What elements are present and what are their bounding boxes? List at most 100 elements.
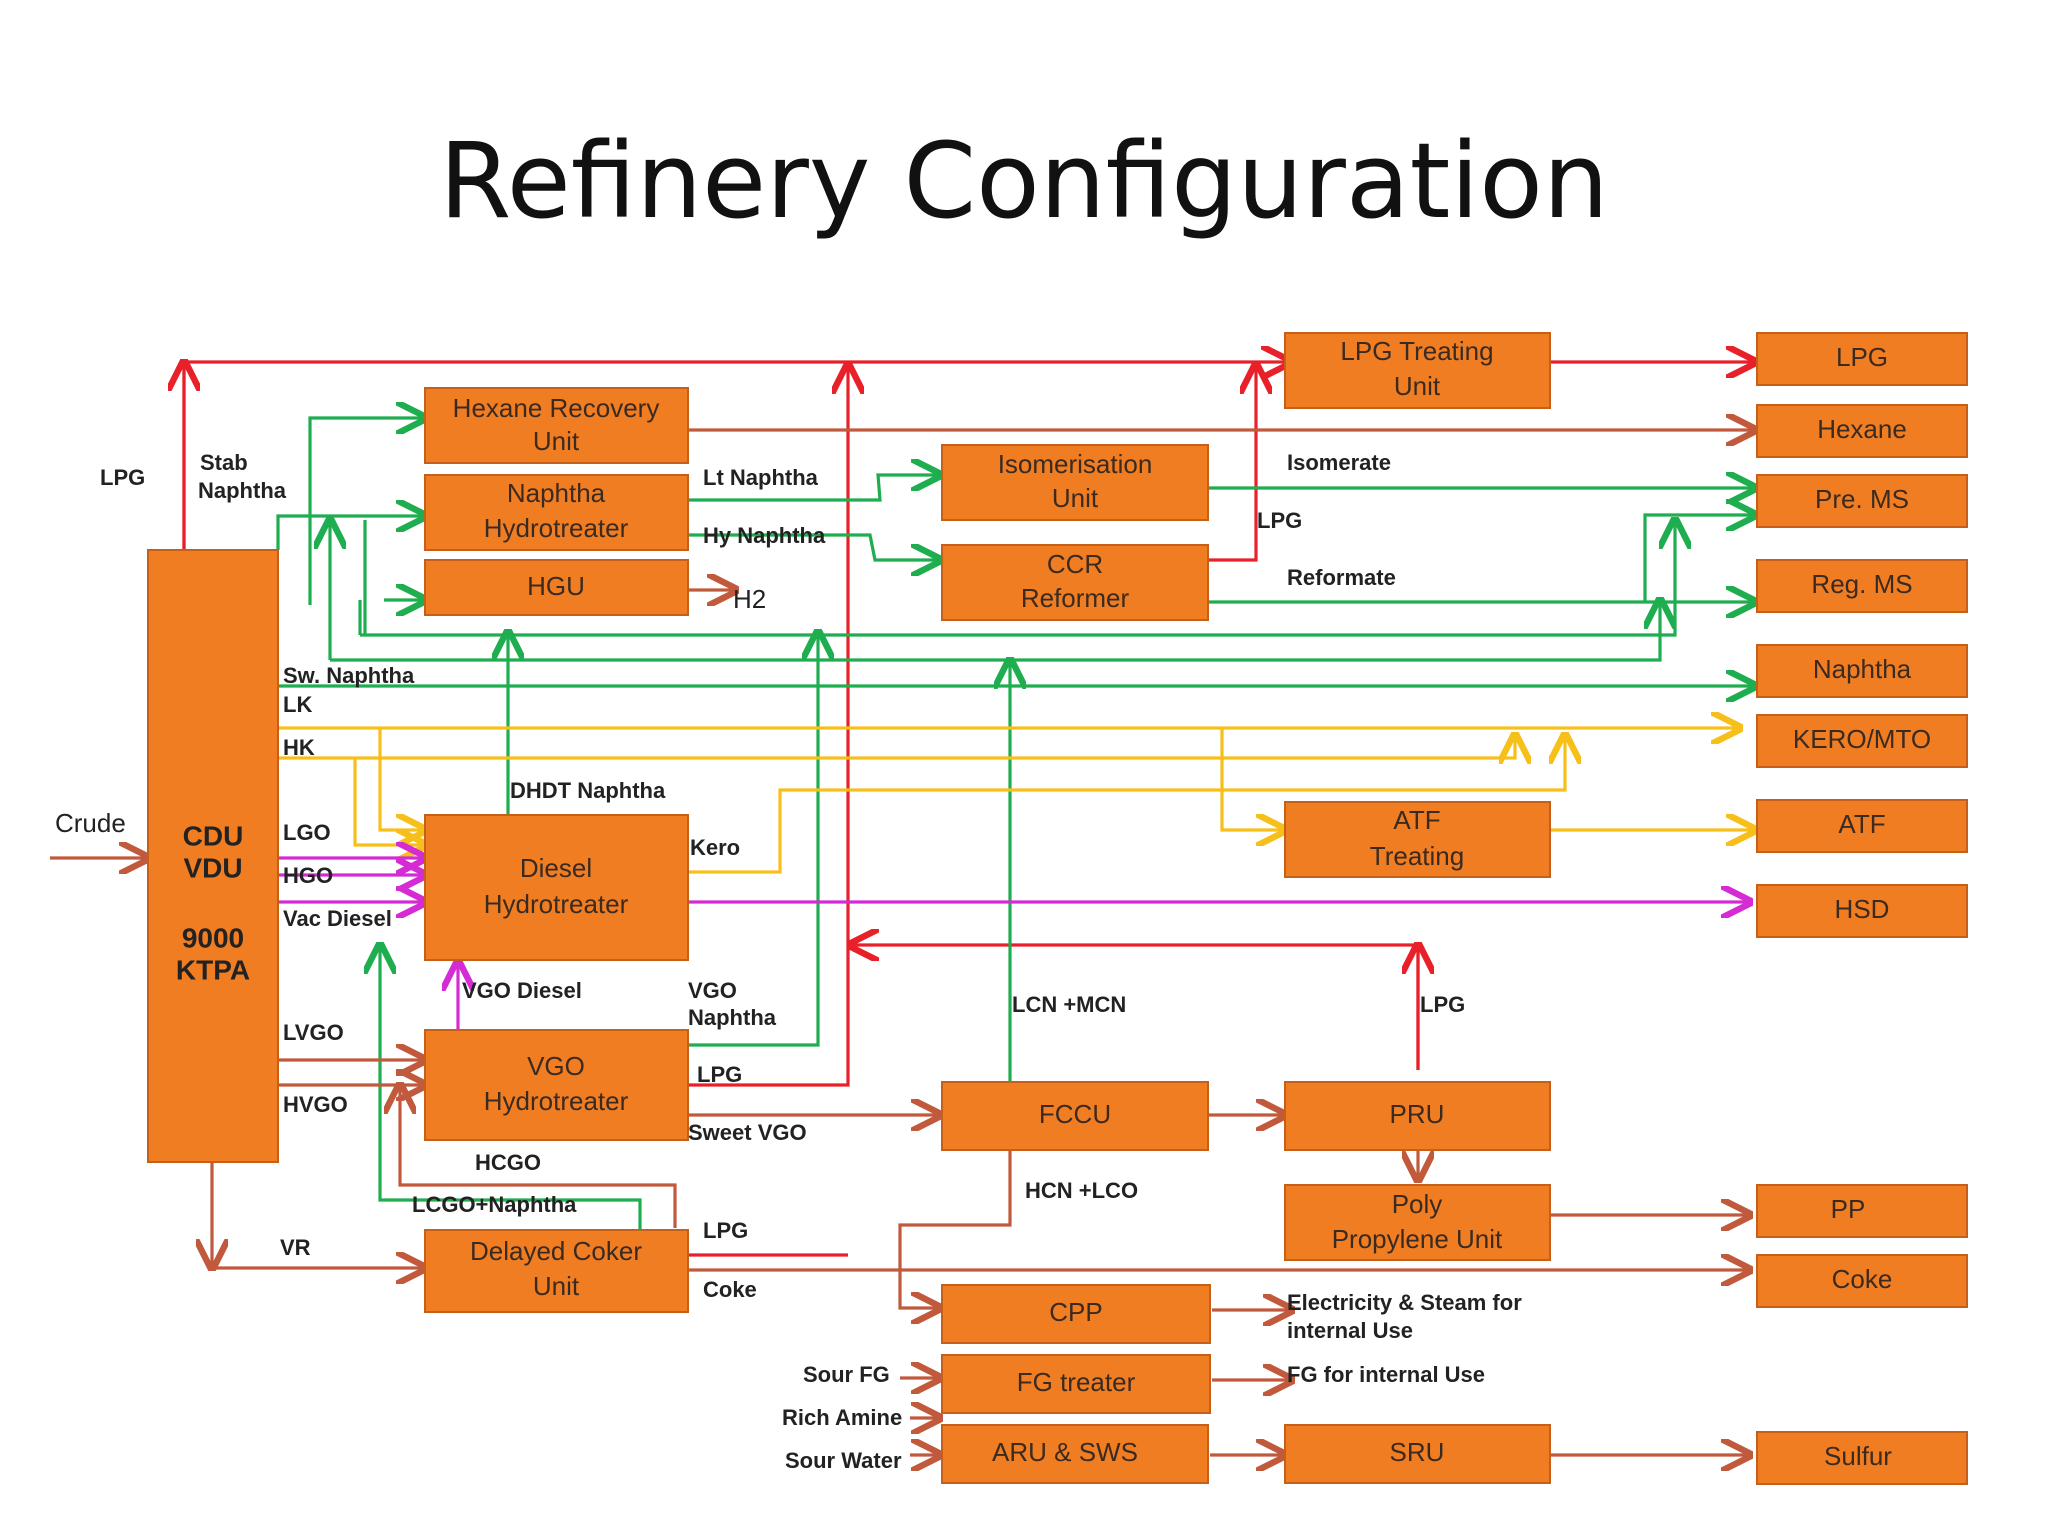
delayed-coker-line2: Unit	[533, 1271, 580, 1301]
aru-sws-unit: ARU & SWS	[941, 1424, 1209, 1484]
label-hy-naphtha: Hy Naphtha	[703, 523, 826, 548]
label-stab: Stab	[200, 450, 248, 475]
label-lpg-ccr: LPG	[1257, 508, 1302, 533]
cdu-line1: CDU	[183, 820, 244, 851]
label-vgo: VGO	[688, 978, 737, 1003]
hgu-unit: HGU	[424, 559, 689, 616]
label-vac-diesel: Vac Diesel	[283, 906, 392, 931]
poly-propylene-unit: Poly Propylene Unit	[1284, 1184, 1551, 1261]
label-sour-water: Sour Water	[785, 1448, 902, 1473]
fg-treater-label: FG treater	[1017, 1367, 1136, 1397]
product-hexane: Hexane	[1756, 404, 1968, 458]
label-sour-fg: Sour FG	[803, 1362, 890, 1387]
delayed-coker-line1: Delayed Coker	[470, 1236, 642, 1266]
fg-treater-unit: FG treater	[941, 1354, 1211, 1414]
label-dhdt-naphtha: DHDT Naphtha	[510, 778, 666, 803]
cdu-vdu-unit: CDU VDU 9000 KTPA	[147, 549, 279, 1163]
magenta-flows	[278, 858, 1750, 1030]
product-coke: Coke	[1756, 1254, 1968, 1308]
label-lpg-coker: LPG	[703, 1218, 748, 1243]
product-pp: PP	[1756, 1184, 1968, 1238]
product-pre-ms-label: Pre. MS	[1815, 484, 1909, 514]
product-sulfur-label: Sulfur	[1824, 1441, 1892, 1471]
label-lvgo: LVGO	[283, 1020, 344, 1045]
aru-sws-label: ARU & SWS	[992, 1437, 1138, 1467]
label-coke: Coke	[703, 1277, 757, 1302]
product-kero-mto-label: KERO/MTO	[1793, 724, 1931, 754]
ccr-line2: Reformer	[1021, 583, 1130, 613]
label-sweet-vgo: Sweet VGO	[688, 1120, 807, 1145]
product-coke-label: Coke	[1832, 1264, 1893, 1294]
naphtha-hydrotreater-unit: Naphtha Hydrotreater	[424, 474, 689, 551]
isomerisation-line1: Isomerisation	[998, 449, 1153, 479]
cpp-unit: CPP	[941, 1284, 1211, 1344]
label-isomerate: Isomerate	[1287, 450, 1391, 475]
vgo-hydrotreater-unit: VGO Hydrotreater	[424, 1029, 689, 1141]
product-pre-ms: Pre. MS	[1756, 474, 1968, 528]
ccr-line1: CCR	[1047, 549, 1103, 579]
label-vgo-naphtha: Naphtha	[688, 1005, 777, 1030]
label-lcn-mcn: LCN +MCN	[1012, 992, 1126, 1017]
naphtha-hydrotreater-line1: Naphtha	[507, 478, 606, 508]
diesel-hydrotreater-unit: Diesel Hydrotreater	[424, 814, 689, 961]
label-hgo: HGO	[283, 863, 333, 888]
product-atf-label: ATF	[1838, 809, 1885, 839]
poly-propylene-line1: Poly	[1392, 1189, 1443, 1219]
lpg-treating-line1: LPG Treating	[1340, 336, 1493, 366]
label-kero: Kero	[690, 835, 740, 860]
hgu-label: HGU	[527, 571, 585, 601]
cdu-line4: KTPA	[176, 954, 250, 985]
poly-propylene-line2: Propylene Unit	[1332, 1224, 1503, 1254]
fccu-unit: FCCU	[941, 1081, 1209, 1151]
product-hsd: HSD	[1756, 884, 1968, 938]
label-hvgo: HVGO	[283, 1092, 348, 1117]
vgo-hydrotreater-line1: VGO	[527, 1051, 585, 1081]
label-lpg-left: LPG	[100, 465, 145, 490]
pru-label: PRU	[1390, 1099, 1445, 1129]
product-hexane-label: Hexane	[1817, 414, 1907, 444]
label-stab-naphtha: Naphtha	[198, 478, 287, 503]
label-h2: H2	[733, 584, 766, 614]
product-hsd-label: HSD	[1835, 894, 1890, 924]
hexane-recovery-unit: Hexane Recovery Unit	[424, 387, 689, 464]
label-sw-naphtha: Sw. Naphtha	[283, 663, 415, 688]
label-vr: VR	[280, 1235, 311, 1260]
sru-label: SRU	[1390, 1437, 1445, 1467]
atf-treating-line2: Treating	[1370, 841, 1464, 871]
label-lgo: LGO	[283, 820, 331, 845]
label-hcn-lco: HCN +LCO	[1025, 1178, 1138, 1203]
cdu-line3: 9000	[182, 922, 244, 953]
green-flows	[276, 418, 1755, 1230]
lpg-treating-unit: LPG Treating Unit	[1284, 332, 1551, 409]
isomerisation-line2: Unit	[1052, 483, 1099, 513]
slide-title: Refinery Configuration	[439, 120, 1609, 242]
product-pp-label: PP	[1831, 1194, 1866, 1224]
naphtha-hydrotreater-line2: Hydrotreater	[484, 513, 629, 543]
label-vgo-diesel: VGO Diesel	[462, 978, 582, 1003]
label-hk: HK	[283, 735, 315, 760]
isomerisation-unit: Isomerisation Unit	[941, 444, 1209, 521]
pru-unit: PRU	[1284, 1081, 1551, 1151]
brown-flows	[50, 430, 1755, 1455]
fccu-label: FCCU	[1039, 1099, 1111, 1129]
label-crude: Crude	[55, 808, 126, 838]
label-lpg-vgo: LPG	[697, 1062, 742, 1087]
cdu-line2: VDU	[183, 852, 242, 883]
label-lt-naphtha: Lt Naphtha	[703, 465, 819, 490]
product-naphtha: Naphtha	[1756, 644, 1968, 698]
label-lk: LK	[283, 692, 312, 717]
product-lpg: LPG	[1756, 332, 1968, 386]
hexane-recovery-line2: Unit	[533, 426, 580, 456]
cpp-label: CPP	[1049, 1297, 1102, 1327]
product-reg-ms-label: Reg. MS	[1811, 569, 1912, 599]
stream-labels: Crude LPG Stab Naphtha Lt Naphtha Hy Nap…	[55, 450, 1522, 1473]
product-atf: ATF	[1756, 799, 1968, 853]
label-lpg-pru: LPG	[1420, 992, 1465, 1017]
red-flows	[184, 362, 1755, 1257]
atf-treating-unit: ATF Treating	[1284, 801, 1551, 878]
product-sulfur: Sulfur	[1756, 1431, 1968, 1485]
product-kero-mto: KERO/MTO	[1756, 714, 1968, 768]
yellow-flows	[278, 728, 1755, 874]
label-hcgo: HCGO	[475, 1150, 541, 1175]
